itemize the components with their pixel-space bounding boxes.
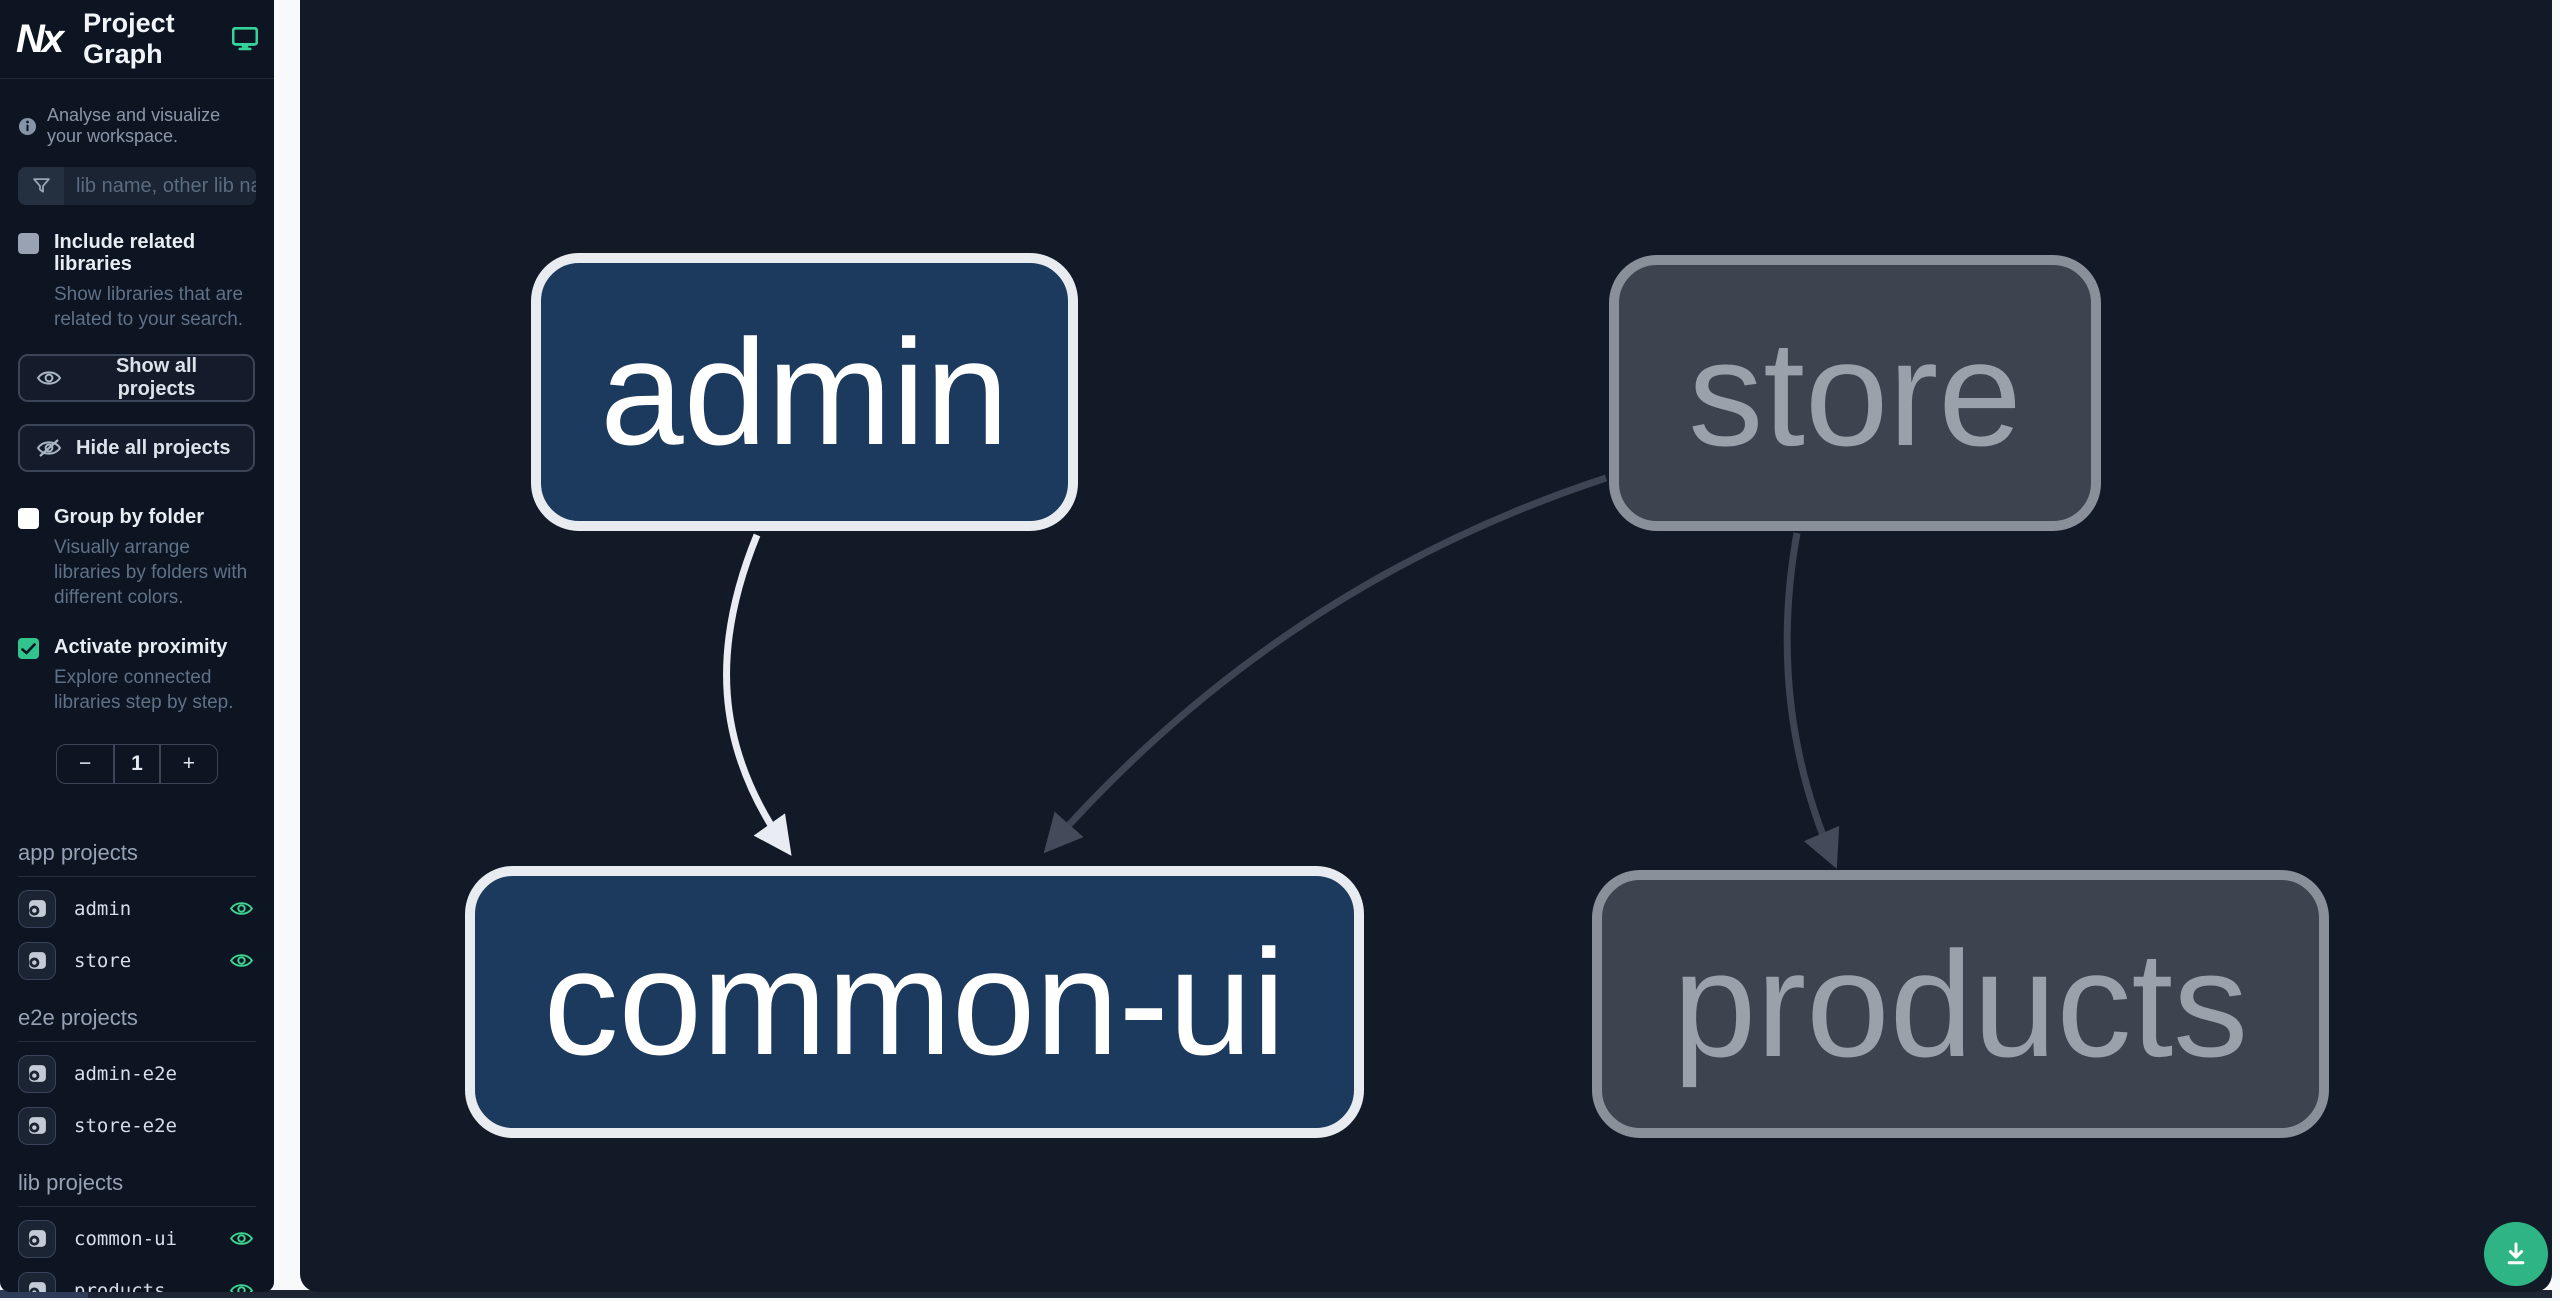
show-all-projects-button[interactable]: Show all projects [18, 354, 255, 403]
search-input[interactable] [64, 167, 256, 205]
visibility-eye-icon[interactable] [229, 899, 254, 918]
group-by-folder-label: Group by folder [54, 506, 204, 529]
project-name: products [74, 1279, 166, 1292]
activate-proximity-description: Explore connected libraries step by step… [54, 667, 234, 714]
search-box [18, 167, 256, 205]
hide-all-projects-button[interactable]: Hide all projects [18, 424, 255, 473]
horizontal-scrollbar-thumb[interactable] [0, 1290, 88, 1298]
sidebar-item-store-e2e: store-e2e [0, 1106, 274, 1146]
project-name: common-ui [74, 1227, 177, 1250]
section-divider [18, 875, 256, 877]
edge-admin-to-common-ui [723, 533, 792, 856]
option-group-by-folder[interactable]: Group by folder Visually arrange librari… [0, 506, 274, 610]
project-name: admin [74, 897, 132, 920]
focus-project-button[interactable] [18, 941, 56, 980]
focus-project-button[interactable] [18, 1271, 56, 1292]
proximity-increase-button[interactable]: + [161, 745, 217, 783]
visibility-eye-icon[interactable] [229, 1229, 254, 1248]
proximity-decrease-button[interactable]: − [57, 745, 113, 783]
focus-project-button[interactable] [18, 1106, 56, 1145]
visibility-eye-icon[interactable] [229, 1281, 254, 1292]
section-divider [18, 1040, 256, 1042]
info-icon [18, 117, 37, 136]
focus-project-button[interactable] [18, 1219, 56, 1258]
project-name: store-e2e [74, 1114, 177, 1137]
graph-node-label: products [1672, 920, 2249, 1088]
option-activate-proximity[interactable]: Activate proximity Explore connected lib… [0, 636, 274, 715]
section-title: app projects [18, 839, 138, 865]
sidebar-item-admin: admin [0, 889, 274, 929]
graph-canvas[interactable]: admin store common-ui products [300, 0, 2552, 1292]
sidebar-item-products: products [0, 1271, 274, 1292]
section-lib-projects: lib projects common-ui products [0, 1170, 274, 1292]
edge-store-to-products [1783, 532, 1840, 869]
group-by-folder-checkbox[interactable] [18, 508, 39, 530]
focus-project-button[interactable] [18, 889, 56, 928]
include-related-checkbox[interactable] [18, 233, 39, 254]
include-related-label: Include related libraries [54, 231, 196, 275]
monitor-icon[interactable] [232, 27, 258, 51]
graph-node-label: common-ui [543, 918, 1286, 1086]
stepper-divider [113, 744, 115, 783]
visibility-eye-icon[interactable] [229, 951, 254, 970]
include-related-description: Show libraries that are related to your … [54, 284, 244, 331]
save-image-button[interactable] [2484, 1222, 2548, 1286]
sidebar-item-common-ui: common-ui [0, 1219, 274, 1259]
filter-icon [18, 167, 64, 205]
project-name: admin-e2e [74, 1062, 177, 1085]
activate-proximity-checkbox[interactable] [18, 638, 39, 660]
graph-node-store[interactable]: store [1609, 255, 2101, 531]
hide-all-projects-label: Hide all projects [76, 436, 231, 459]
graph-node-products[interactable]: products [1592, 870, 2329, 1138]
proximity-value: 1 [131, 751, 143, 775]
sidebar-header: Nx Project Graph [0, 0, 274, 79]
section-e2e-projects: e2e projects admin-e2e store-e2e [0, 1005, 274, 1146]
tagline-text: Analyse and visualize your workspace. [47, 105, 221, 146]
sidebar-item-admin-e2e: admin-e2e [0, 1054, 274, 1094]
graph-node-common-ui[interactable]: common-ui [465, 866, 1364, 1138]
stepper-divider [159, 744, 161, 783]
activate-proximity-label: Activate proximity [54, 636, 228, 659]
eye-off-icon [36, 438, 62, 458]
graph-edges [723, 474, 1840, 869]
option-include-related[interactable]: Include related libraries Show libraries… [0, 231, 274, 332]
graph-node-admin[interactable]: admin [531, 253, 1078, 531]
eye-icon [36, 368, 62, 388]
graph-node-label: admin [600, 308, 1009, 476]
sidebar-item-store: store [0, 941, 274, 981]
download-icon [2501, 1239, 2531, 1269]
page-title: Project Graph [83, 8, 175, 69]
sidebar: Nx Project Graph Analyse and visualize y… [0, 0, 274, 1292]
section-title: lib projects [18, 1169, 124, 1195]
show-all-projects-label: Show all projects [115, 355, 198, 401]
section-title: e2e projects [18, 1004, 138, 1030]
proximity-stepper: − 1 + [56, 743, 218, 784]
group-by-folder-description: Visually arrange libraries by folders wi… [54, 537, 248, 609]
section-app-projects: app projects admin store [0, 840, 274, 981]
horizontal-scrollbar[interactable] [0, 1290, 2552, 1298]
focus-project-button[interactable] [18, 1054, 56, 1093]
nx-logo: Nx [16, 16, 64, 61]
edge-store-to-common-ui [1043, 474, 1608, 854]
project-name: store [74, 949, 132, 972]
section-divider [18, 1205, 256, 1207]
graph-node-label: store [1688, 309, 2022, 477]
project-sections: app projects admin store e2e projects ad… [0, 840, 274, 1292]
tagline-row: Analyse and visualize your workspace. [0, 79, 274, 147]
